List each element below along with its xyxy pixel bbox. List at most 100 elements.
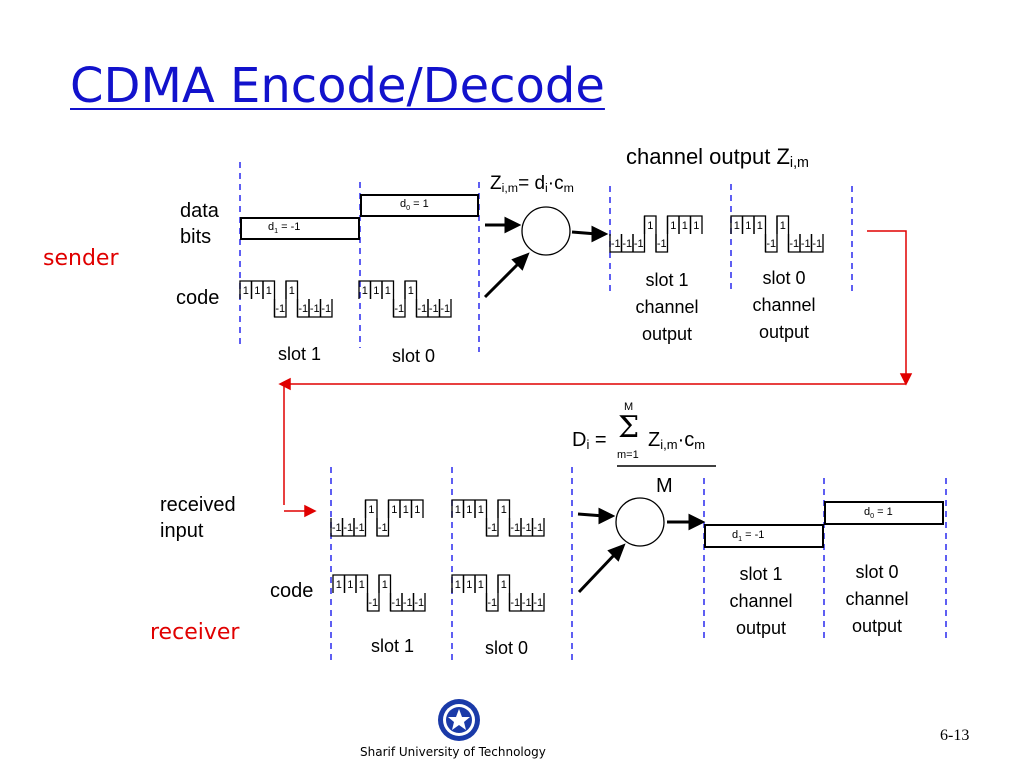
- receiver-d1-box: d1 = -1: [704, 524, 824, 548]
- sender-code-slot1-chip-label: -1: [298, 303, 308, 315]
- received-slot1-chip-label: 1: [391, 504, 397, 516]
- receiver-code-slot1-chip-label: 1: [359, 579, 365, 591]
- channel-output-slot0-chip-label: -1: [801, 238, 811, 250]
- received-slot1-chip-label: 1: [403, 504, 409, 516]
- receiver-code-slot0-chip-label: -1: [522, 597, 532, 609]
- sender-code-slot0: [358, 280, 452, 318]
- channel-connector: [278, 230, 913, 518]
- channel-output-slot1-chip-label: -1: [634, 238, 644, 250]
- sender-code-slot1-chip-label: 1: [266, 285, 272, 297]
- sigma-upper: M: [624, 401, 634, 413]
- sender-code-slot1-chip-label: 1: [243, 285, 249, 297]
- received-slot0: [451, 499, 545, 537]
- received-slot1-chip-label: -1: [355, 522, 365, 534]
- sender-d1-box: d1 = -1: [240, 217, 360, 240]
- receiver-code-slot1: [332, 574, 426, 612]
- received-slot1-chip-label: 1: [368, 504, 374, 516]
- decoder-formula-denominator: M: [656, 475, 673, 497]
- sender-code-slot1-chip-label: -1: [310, 303, 320, 315]
- receiver-code-slot0-chip-label: -1: [533, 597, 543, 609]
- receiver-code-slot1-chip-label: -1: [391, 597, 401, 609]
- decoder-multiplier: [615, 497, 665, 547]
- channel-output-heading: channel output Zi,m: [626, 144, 809, 171]
- channel-output-slot1-chip-label: -1: [622, 238, 632, 250]
- sigma-icon: Σ: [618, 410, 640, 445]
- channel-output-slot1-chip-label: 1: [670, 220, 676, 232]
- encoder-formula: Zi,m= di·cm: [490, 173, 574, 195]
- university-seal-icon: [438, 699, 480, 741]
- receiver-code-label: code: [270, 580, 314, 602]
- receiver-code-slot0-chip-label: -1: [510, 597, 520, 609]
- footer-institution: Sharif University of Technology: [360, 745, 546, 759]
- sender-code-slot0-chip-label: -1: [429, 303, 439, 315]
- sender-slot0-label: slot 0: [392, 346, 436, 366]
- received-slot0-chip-label: -1: [522, 522, 532, 534]
- sender-code-slot0-chip-label: 1: [362, 285, 368, 297]
- receiver-label: receiver: [150, 620, 240, 645]
- sender-code-slot1-chip-label: -1: [321, 303, 331, 315]
- arrows: [483, 216, 706, 594]
- sender-code-slot0-chip-label: 1: [408, 285, 414, 297]
- receiver-code-slot0-chip-label: 1: [501, 579, 507, 591]
- received-slot1-chip-label: 1: [414, 504, 420, 516]
- received-slot0-chip-label: -1: [533, 522, 543, 534]
- slide-title: CDMA Encode/Decode: [70, 58, 605, 114]
- sender-code-slot1-chip-label: 1: [254, 285, 260, 297]
- receiver-code-slot1-chip-label: -1: [368, 597, 378, 609]
- sender-code-slot0-chip-label: -1: [394, 303, 404, 315]
- channel-output-slot0-chip-label: 1: [757, 220, 763, 232]
- received-slot0-chip-label: 1: [466, 504, 472, 516]
- sender-code-slot0-chip-label: 1: [385, 285, 391, 297]
- receiver-code-slot1-chip-label: 1: [382, 579, 388, 591]
- multiplier-nodes: [521, 206, 665, 547]
- sender-code-slot0-chip-label: 1: [373, 285, 379, 297]
- receiver-code-slot0-chip-label: 1: [466, 579, 472, 591]
- receiver-code-slot1-chip-label: 1: [336, 579, 342, 591]
- channel-output-slot0-chip-label: -1: [812, 238, 822, 250]
- channel-output-slot0-chip-label: -1: [789, 238, 799, 250]
- receiver-code-slot0: [451, 574, 545, 612]
- received-slot0-chip-label: -1: [510, 522, 520, 534]
- channel-output-slot1: [609, 215, 703, 253]
- channel-output-slot0-chip-label: 1: [745, 220, 751, 232]
- encoder-multiplier: [521, 206, 571, 256]
- decoder-formula-numerator: Zi,m·cm: [648, 429, 706, 452]
- receiver-code-slot0-chip-label: 1: [478, 579, 484, 591]
- received-slot1-chip-label: -1: [332, 522, 342, 534]
- receiver-code-slot1-chip-label: -1: [403, 597, 413, 609]
- sigma-lower: m=1: [617, 449, 639, 461]
- sender-code-slot0-chip-label: -1: [417, 303, 427, 315]
- channel-output-slot0-chip-label: 1: [780, 220, 786, 232]
- sender-d0-box: d0 = 1: [360, 194, 479, 217]
- received-slot0-chip-label: 1: [501, 504, 507, 516]
- channel-output-slot0-chip-label: -1: [766, 238, 776, 250]
- channel-output-slot1-chip-label: 1: [647, 220, 653, 232]
- sender-code-slot1-chip-label: 1: [289, 285, 295, 297]
- waveforms: [239, 215, 824, 612]
- sender-code-label: code: [176, 287, 220, 309]
- receiver-slot1-label: slot 1: [371, 636, 415, 656]
- channel-output-slot1-chip-label: -1: [611, 238, 621, 250]
- channel-output-slot0: [730, 215, 824, 253]
- slide-number: 6-13: [940, 727, 970, 744]
- received-slot1-chip-label: -1: [378, 522, 388, 534]
- sender-code-slot1-chip-label: -1: [275, 303, 285, 315]
- receiver-code-slot0-chip-label: -1: [487, 597, 497, 609]
- received-slot1: [330, 499, 424, 537]
- receiver-code-slot1-chip-label: 1: [347, 579, 353, 591]
- sender-code-slot1: [239, 280, 333, 318]
- sender-slot1-label: slot 1: [278, 344, 322, 364]
- received-slot0-chip-label: 1: [478, 504, 484, 516]
- received-slot1-chip-label: -1: [343, 522, 353, 534]
- receiver-code-slot1-chip-label: -1: [414, 597, 424, 609]
- decoder-formula-lhs: Di =: [572, 429, 607, 452]
- channel-output-slot0-chip-label: 1: [734, 220, 740, 232]
- received-slot0-chip-label: -1: [487, 522, 497, 534]
